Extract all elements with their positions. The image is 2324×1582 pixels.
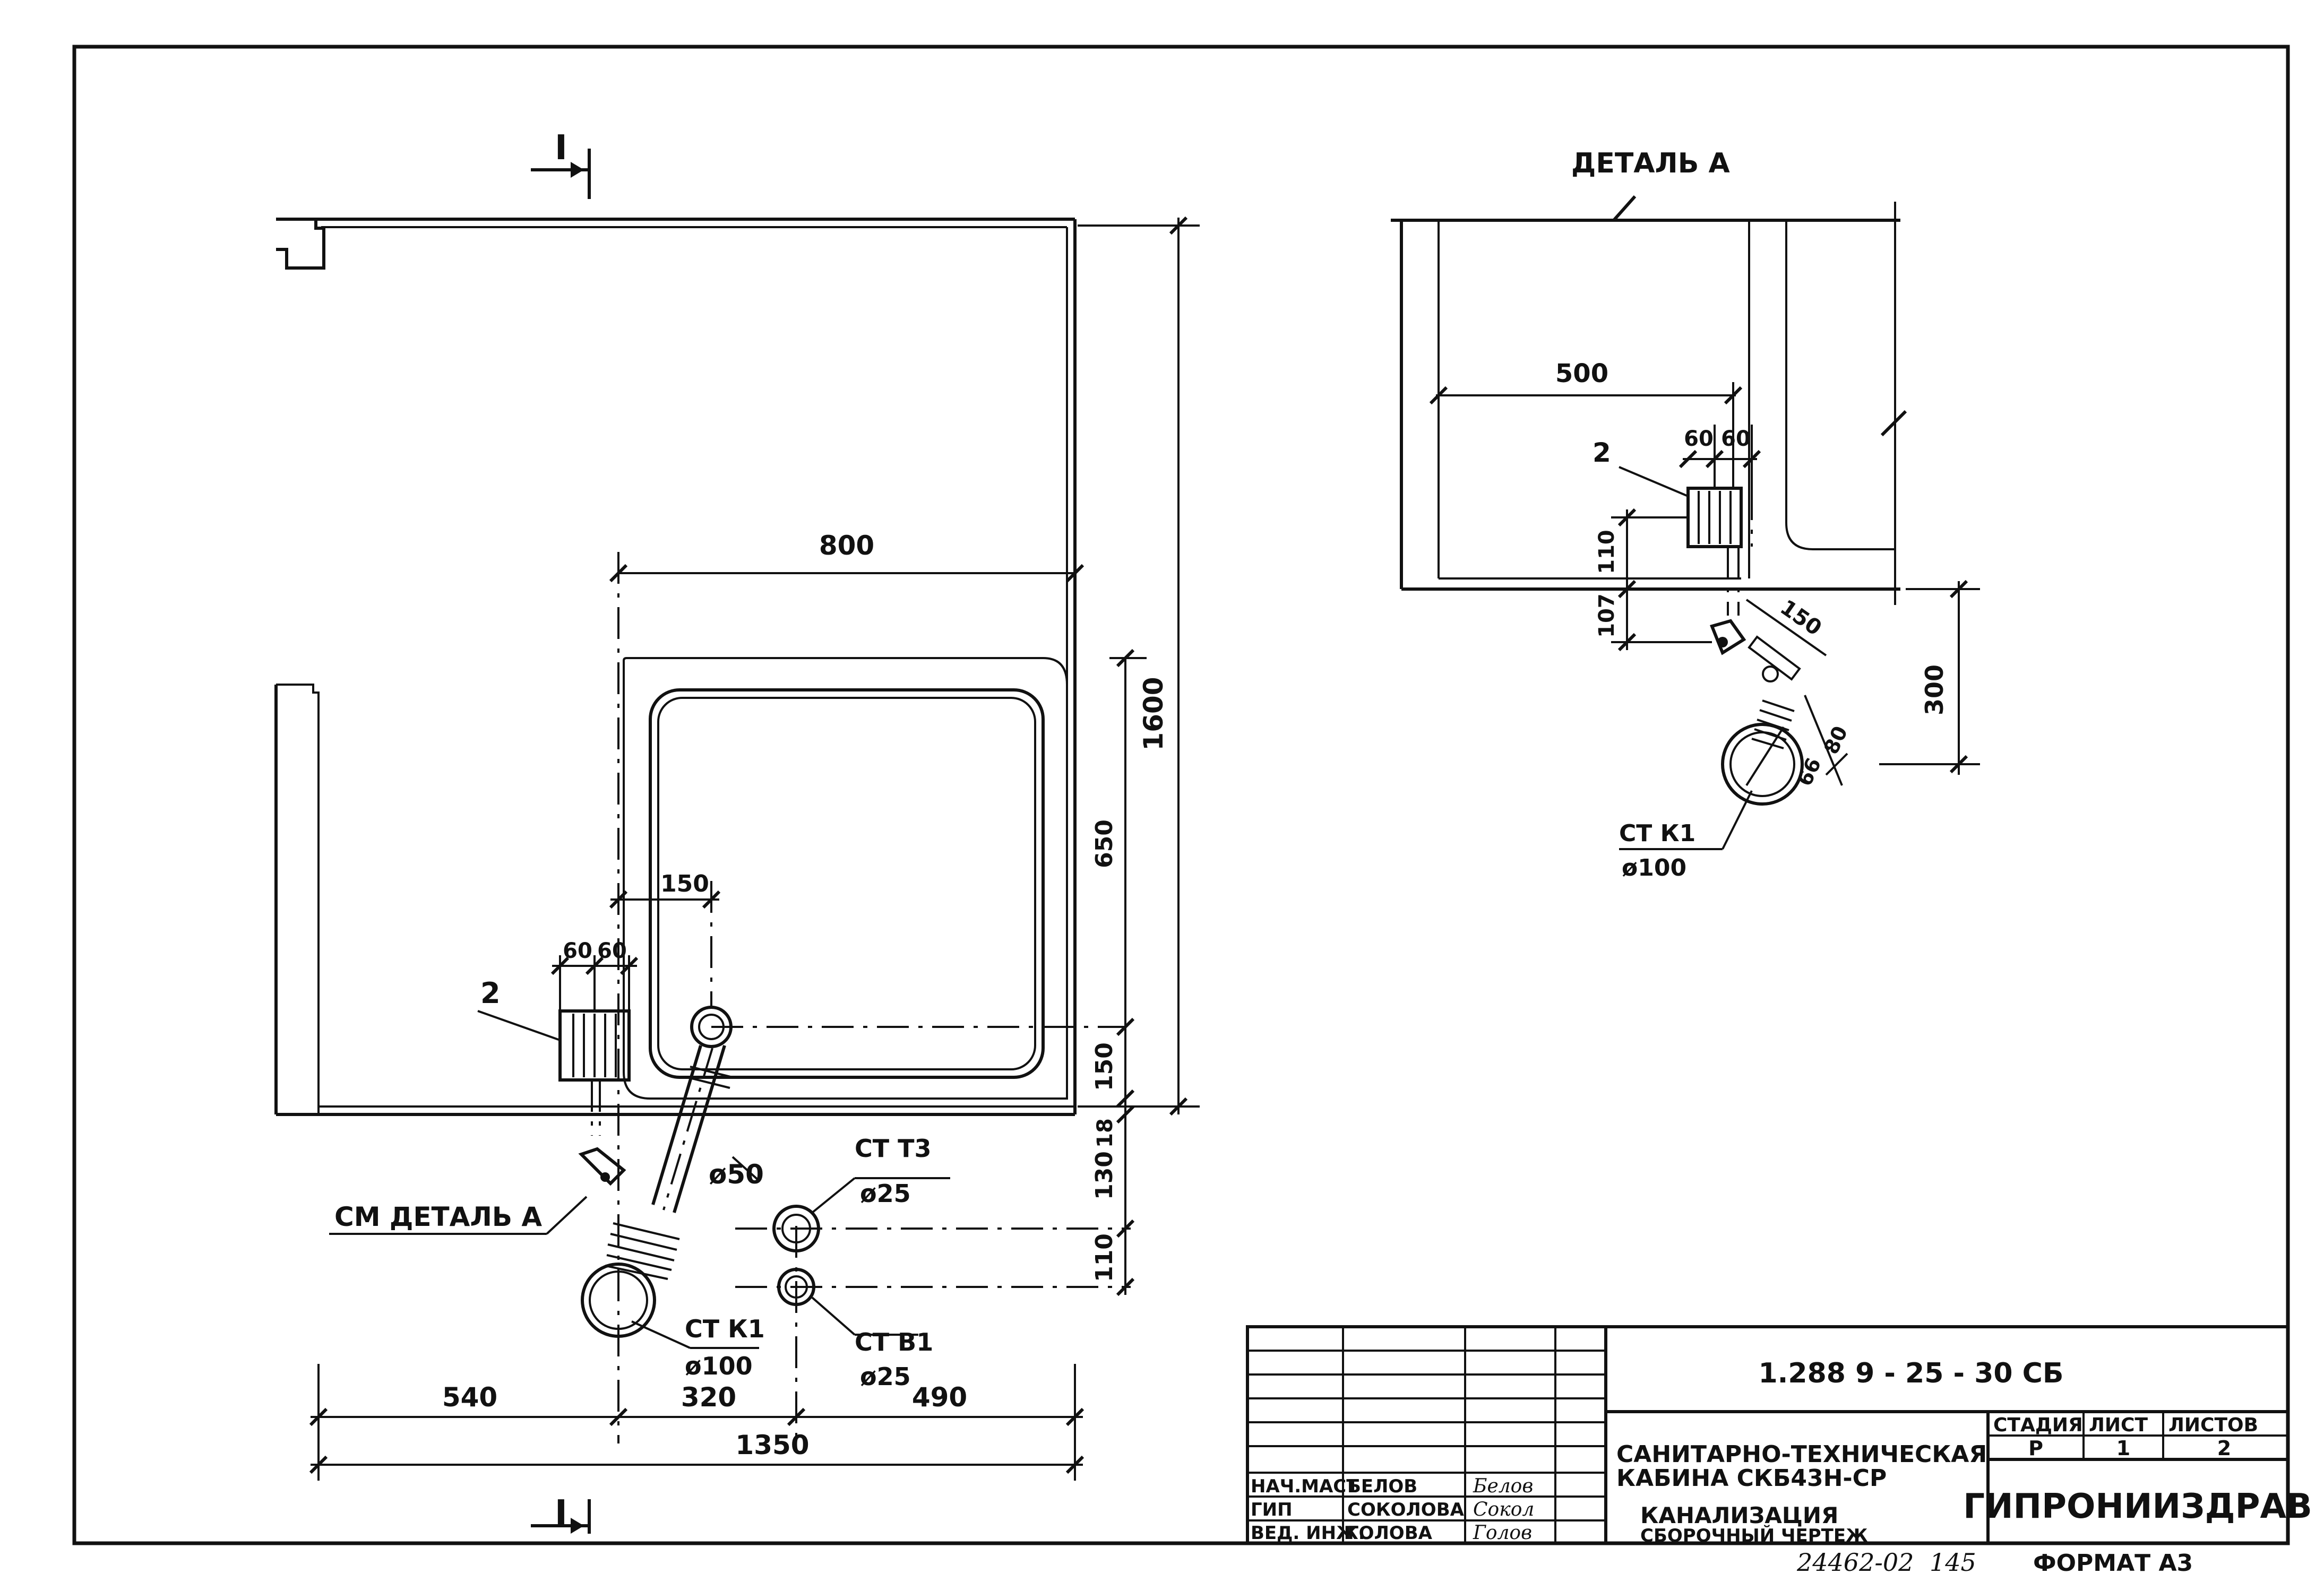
detail-pos2-label: 2 [1593,437,1611,468]
svg-text:107: 107 [1595,593,1619,638]
svg-text:80: 80 [1819,722,1852,758]
svg-text:СМ ДЕТАЛЬ А: СМ ДЕТАЛЬ А [334,1201,542,1232]
sheet-header: ЛИСТ [2089,1414,2148,1436]
title-line2: КАБИНА СКБ43Н-СР [1616,1465,1887,1492]
role-0: НАЧ.МАСТ [1251,1476,1359,1497]
section-mark-top-label: I [555,128,567,168]
st-k1-label: СТ К1 [685,1315,765,1343]
svg-text:540: 540 [442,1382,497,1413]
sheets-header: ЛИСТОВ [2168,1414,2258,1436]
section-mark-top: I [531,128,591,199]
page-number: 145 [1930,1548,1976,1577]
sm-detail-leader: СМ ДЕТАЛЬ А [329,1196,588,1235]
name-2: ГОЛОВА [1347,1523,1433,1544]
svg-text:800: 800 [819,530,874,561]
shower-tray [623,657,1068,1100]
sheet-frame [72,45,2290,1545]
st-k1-dia-label: ø100 [685,1352,753,1380]
svg-text:60: 60 [597,939,627,963]
stage-value: Р [2028,1437,2043,1460]
dim-horizontal-bottom: 540 320 490 1350 [309,1364,1084,1481]
riser-b1 [777,1268,918,1336]
title-line1: САНИТАРНО-ТЕХНИЧЕСКАЯ [1616,1441,1987,1468]
role-2: ВЕД. ИНЖ. [1251,1523,1365,1544]
section-mark-bottom-label: I [555,1493,567,1533]
st-b1-dia-label: ø25 [860,1362,911,1391]
organization: ГИПРОНИИЗДРАВ [1963,1487,2312,1526]
svg-text:300: 300 [1920,664,1949,715]
svg-text:60: 60 [1721,427,1751,451]
signature-0: Белов [1473,1475,1533,1497]
svg-text:18: 18 [1093,1118,1117,1148]
svg-text:150: 150 [1776,595,1826,641]
dim-vertical-chain: 650 150 18 130 110 [1091,649,1147,1296]
name-0: БЕЛОВ [1347,1476,1417,1497]
dim-60-60: 60 60 [550,939,639,1011]
svg-text:1350: 1350 [735,1430,809,1460]
svg-text:490: 490 [912,1382,967,1413]
signature-2: Голов [1473,1522,1532,1544]
format-label: ФОРМАТ А3 [2033,1550,2193,1577]
svg-text:1600: 1600 [1138,677,1169,750]
doc-code: 1.288 9 - 25 - 30 СБ [1759,1358,2064,1389]
pipe50-label: ø50 [709,1159,764,1190]
role-1: ГИП [1251,1499,1293,1520]
subtitle-line1: КАНАЛИЗАЦИЯ [1640,1502,1838,1528]
detail-a-view: ДЕТАЛЬ А [1391,148,1980,881]
st-b1-label: СТ В1 [855,1328,933,1356]
svg-text:110: 110 [1595,530,1619,574]
svg-text:650: 650 [1091,819,1118,868]
cabin-walls [274,218,1077,1116]
sheet-value: 1 [2116,1437,2130,1460]
detail-st-k1-dia-label: ø100 [1622,854,1686,881]
sheets-value: 2 [2217,1437,2231,1460]
floor-drain [477,1009,631,1186]
svg-text:150: 150 [660,870,709,897]
detail-st-k1-label: СТ К1 [1619,820,1695,847]
dim-800: 800 [609,530,1084,583]
archive-number: 24462-02 [1796,1548,1914,1577]
svg-text:60: 60 [563,939,592,963]
svg-text:130: 130 [1091,1151,1118,1200]
st-t3-dia-label: ø25 [860,1179,911,1208]
dim-150-top: 150 [609,870,721,909]
dim-1600: 1600 [1078,216,1200,1116]
plan-view: I [274,128,1200,1534]
subtitle-line2: СБОРОЧНЫЙ ЧЕРТЕЖ [1640,1525,1868,1546]
svg-text:110: 110 [1091,1233,1118,1282]
svg-text:150: 150 [1091,1042,1118,1091]
section-mark-bottom: I [531,1493,591,1534]
name-1: СОКОЛОВА [1347,1499,1465,1520]
svg-text:500: 500 [1555,359,1608,388]
st-t3-label: СТ Т3 [855,1134,932,1163]
drain-pipe-50 [605,1006,760,1280]
title-block: 1.288 9 - 25 - 30 СБ САНИТАРНО-ТЕХНИЧЕСК… [1246,1325,2312,1546]
svg-text:320: 320 [681,1382,736,1413]
stage-header: СТАДИЯ [1993,1414,2083,1436]
plan-pos2-label: 2 [480,976,501,1010]
svg-text:60: 60 [1684,427,1714,451]
signature-1: Сокол [1473,1499,1534,1520]
detail-a-title: ДЕТАЛЬ А [1571,148,1730,179]
